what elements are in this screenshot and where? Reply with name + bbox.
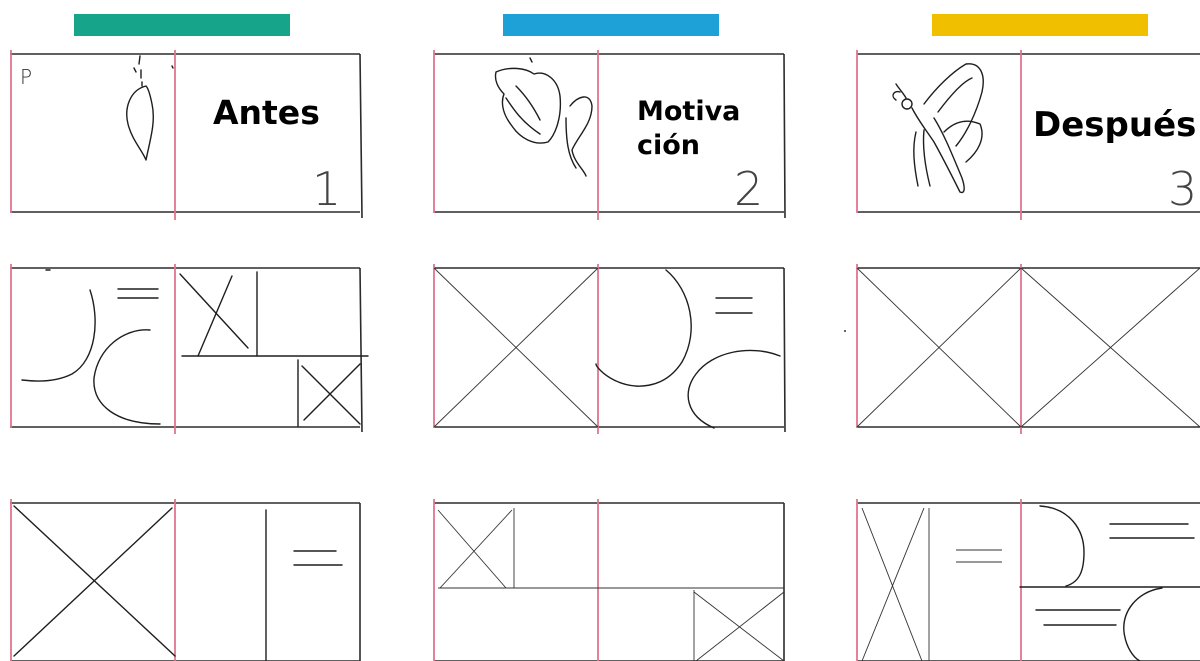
panel-despues-spread-1 [844, 264, 1200, 434]
text-arc-top-right [1040, 506, 1084, 586]
text-arc-bottom [94, 330, 160, 424]
text-arc-bottom-right [1124, 588, 1162, 661]
panel-motivacion-spread-2 [434, 499, 784, 661]
panel-title-antes: Antes [213, 93, 320, 132]
butterfly-sketch [893, 64, 983, 193]
emerging-butterfly-sketch [495, 58, 592, 176]
column-color-bar-motivacion [503, 14, 719, 36]
panel-antes-spread-1 [10, 264, 368, 434]
cocoon-sketch [127, 56, 173, 160]
image-placeholder-bottom-right [694, 590, 784, 661]
panel-despues-cover: Después 3 [857, 50, 1200, 220]
image-placeholder-narrow [862, 508, 929, 661]
image-placeholder-large [180, 272, 368, 356]
panel-motivacion-cover: Motiva ción 2 [434, 50, 785, 220]
panel-title-motivacion-line1: Motiva [637, 96, 740, 127]
column-color-bar-antes [74, 14, 290, 36]
panel-title-motivacion-line2: ción [637, 130, 700, 161]
text-arc-right-top [596, 270, 691, 386]
panel-number-1: 1 [312, 162, 341, 216]
panel-title-despues: Después [1033, 105, 1196, 145]
text-arc-left [22, 290, 95, 381]
panel-marker-p: P [20, 65, 32, 89]
image-placeholder-small [298, 360, 360, 426]
panel-motivacion-spread-1 [434, 264, 785, 434]
column-color-bar-despues [932, 14, 1148, 36]
image-placeholder-left-page [14, 506, 175, 656]
panel-antes-cover: P Antes 1 [10, 50, 362, 220]
panel-despues-spread-2 [857, 499, 1200, 661]
panel-antes-spread-2 [10, 499, 360, 661]
image-placeholder-top-left [438, 508, 514, 588]
image-placeholder-full-left [434, 268, 598, 427]
panel-number-2: 2 [734, 162, 763, 216]
text-arc-right-bottom [688, 350, 780, 428]
image-placeholder-full-spread [857, 268, 1200, 427]
panel-number-3: 3 [1168, 162, 1197, 216]
